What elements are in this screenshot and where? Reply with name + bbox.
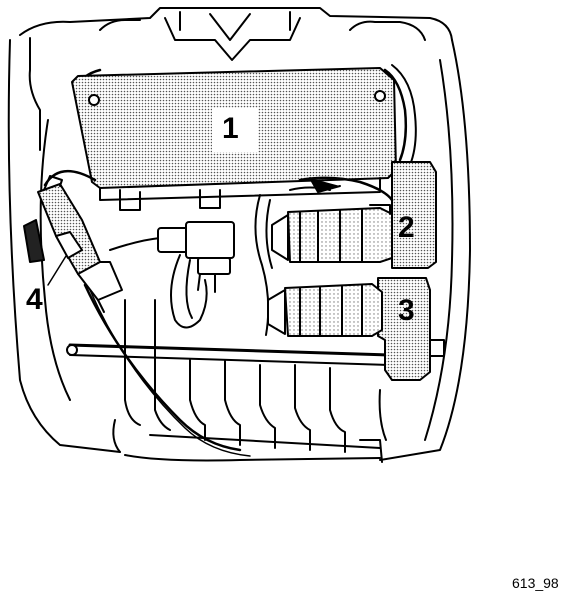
center-connector [157,221,235,293]
guide-rails [66,343,392,463]
wiring-harness [43,170,331,457]
control-unit-module [71,67,397,211]
motor-3 [267,277,445,441]
connector-4 [23,175,123,313]
seat-slats [112,299,346,453]
figure-code: 613_98 [512,575,559,591]
callout-1: 1 [222,112,239,145]
motor-2 [271,161,437,269]
top-bracket [99,11,426,61]
leader-line-4 [47,255,67,286]
outer-frame [7,7,471,462]
callout-2: 2 [398,211,415,244]
callout-4: 4 [26,283,43,316]
callout-3: 3 [398,294,415,327]
